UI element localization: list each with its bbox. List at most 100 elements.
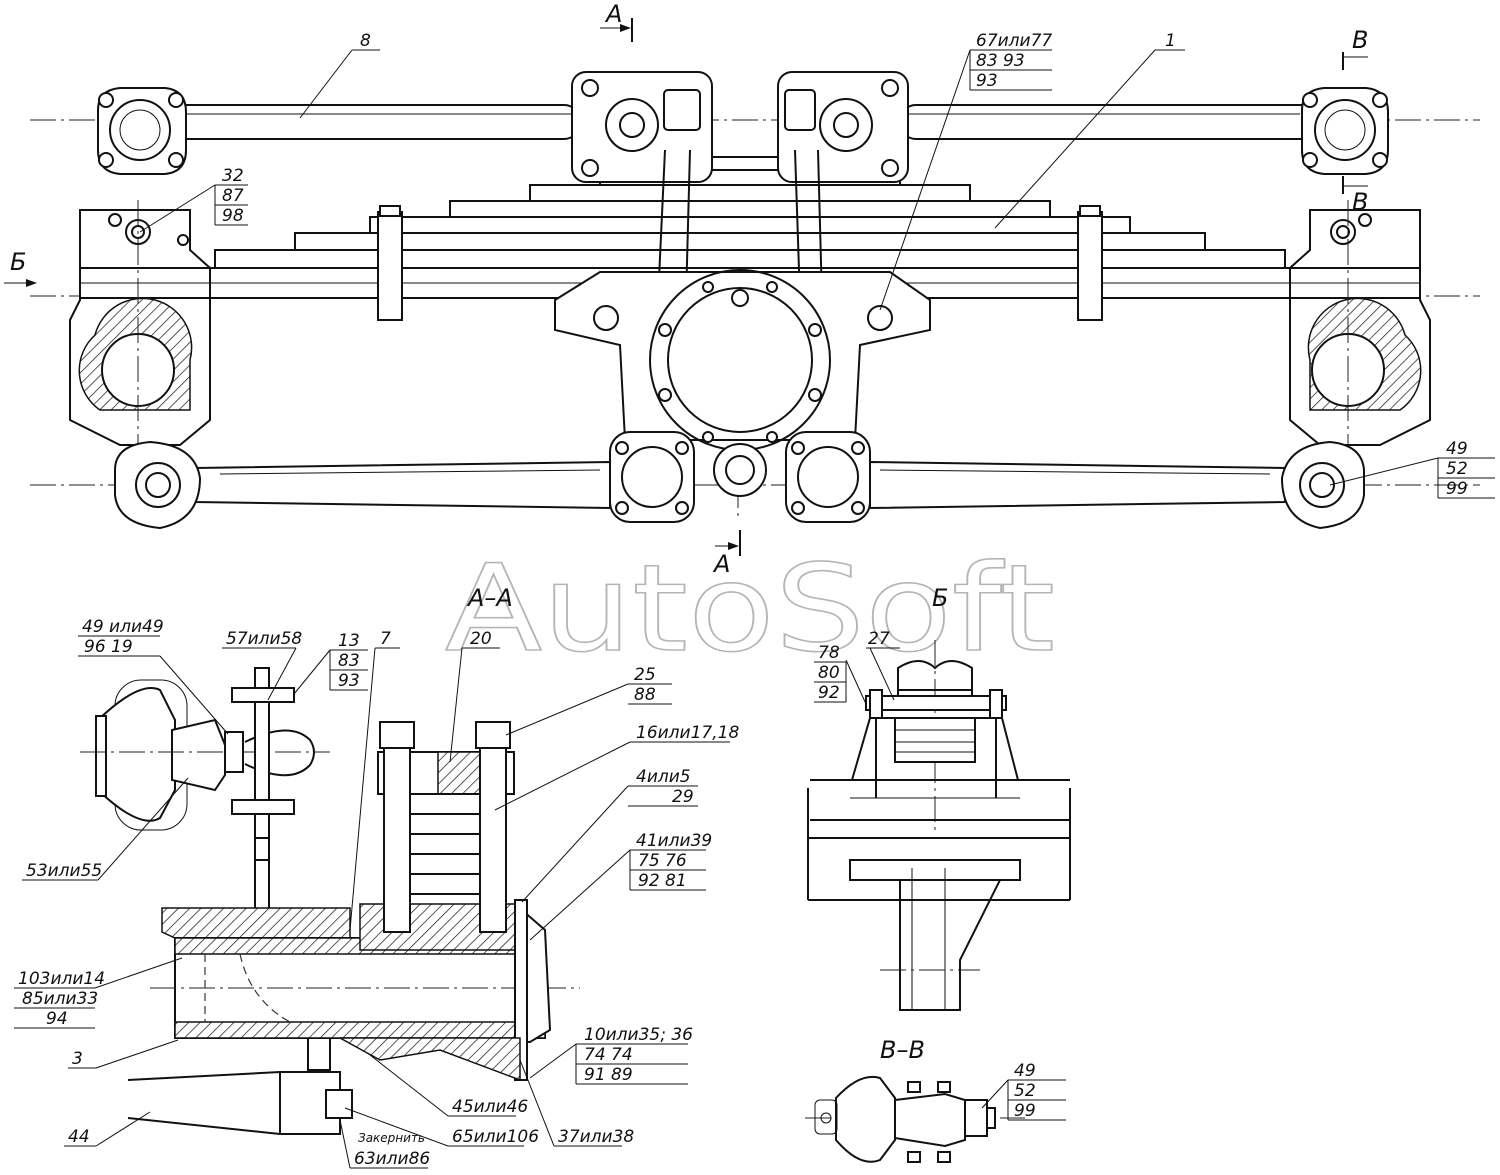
svg-text:4или5: 4или5 [636,767,691,787]
lower-rod-left [194,460,611,510]
callout-3: 3 [68,1039,179,1069]
callout-16: 16или17,18 [494,723,739,811]
spring-pack-section [359,721,521,951]
bracket-right [1289,200,1431,520]
svg-text:92 81: 92 81 [638,871,687,891]
upper-ball-joint-right [1301,87,1389,175]
section-marker-b-left: Б [4,248,37,287]
callout-44: 44 [64,1111,151,1147]
svg-text:83 93: 83 93 [976,51,1025,71]
svg-text:94: 94 [46,1009,68,1029]
section-a-a: А–А [14,584,739,1169]
svg-text:91 89: 91 89 [584,1065,633,1085]
svg-text:16или17,18: 16или17,18 [636,723,739,743]
callout-8: 8 [299,31,380,119]
lower-joint-center-left [609,431,695,523]
callout-78: 78 80 92 [814,643,867,705]
svg-text:1: 1 [1165,31,1176,51]
section-marker-a-top: А [600,0,633,42]
svg-text:74 74: 74 74 [584,1045,633,1065]
svg-text:А: А [712,550,730,578]
svg-text:98: 98 [222,206,244,226]
section-marker-v-bottom: В [1342,176,1368,216]
svg-text:32: 32 [222,166,244,186]
svg-text:53или55: 53или55 [26,861,102,881]
callout-57: 57или58 [222,629,302,701]
svg-text:99: 99 [1014,1101,1036,1121]
svg-text:96 19: 96 19 [84,637,133,657]
callout-10: 10или35; 36 74 74 91 89 [529,1025,693,1085]
callout-49-right: 49 52 99 [1329,439,1495,499]
svg-text:75 76: 75 76 [638,851,687,871]
callout-20: 20 [449,629,500,763]
view-b: Б 27 [807,584,1071,1011]
svg-text:78: 78 [818,643,840,663]
svg-text:В: В [1352,26,1368,54]
callout-53: 53или55 [22,777,189,881]
svg-text:99: 99 [1446,479,1468,499]
callout-63: 63или86 Закернить [339,1119,430,1169]
svg-text:44: 44 [68,1127,90,1147]
lower-joint-left [114,440,202,530]
leaf-spring [79,156,1421,299]
svg-text:41или39: 41или39 [636,831,712,851]
svg-text:52: 52 [1446,459,1468,479]
svg-text:83: 83 [338,651,360,671]
callout-27: 27 [866,629,900,701]
callout-49-vv: 49 52 99 [981,1061,1066,1121]
spring-clamp-right [1077,211,1103,321]
note-text: Закернить [358,1131,425,1145]
svg-text:13: 13 [338,631,360,651]
svg-text:Б: Б [10,248,26,276]
upper-rod-left [159,104,581,140]
callout-65: 65или106 [344,1107,539,1147]
svg-text:93: 93 [338,671,360,691]
lower-joint-right [1280,440,1365,530]
svg-text:85или33: 85или33 [22,989,98,1009]
callout-13: 13 83 93 [293,631,368,695]
svg-text:25: 25 [634,665,656,685]
svg-text:10или35; 36: 10или35; 36 [584,1025,693,1045]
svg-text:20: 20 [470,629,492,649]
watermark: AutoSoft [445,540,1055,679]
svg-text:В: В [1352,188,1368,216]
svg-text:37или38: 37или38 [558,1127,634,1147]
section-a-a-title: А–А [466,584,513,612]
ball-joint-detail [80,667,330,908]
callout-41: 41или39 75 76 92 81 [529,831,712,941]
callout-32: 32 87 98 [139,166,248,233]
axle-housing [554,269,931,451]
callout-7: 7 [349,629,400,931]
section-marker-a-bottom: А [712,530,741,578]
callout-49-left: 49 или49 96 19 [78,617,229,735]
upper-ball-joint-left [97,87,187,175]
lower-rod-right [869,460,1286,510]
view-b-title: Б [932,584,948,612]
callout-4: 4или5 29 [521,767,698,903]
svg-text:49: 49 [1446,439,1468,459]
svg-text:7: 7 [380,629,391,649]
svg-text:49 или49: 49 или49 [82,617,164,637]
callout-1: 1 [994,31,1185,229]
svg-text:45или46: 45или46 [452,1097,528,1117]
svg-text:65или106: 65или106 [452,1127,539,1147]
callout-67: 67или77 83 93 93 [879,31,1052,311]
svg-text:87: 87 [222,186,244,206]
svg-text:27: 27 [868,629,890,649]
svg-text:92: 92 [818,683,840,703]
spring-clamp-left [377,211,403,321]
svg-text:80: 80 [818,663,840,683]
svg-text:29: 29 [672,787,694,807]
section-v-v-title: В–В [880,1036,925,1064]
svg-text:63или86: 63или86 [354,1149,430,1169]
callout-25: 25 88 [505,665,672,736]
svg-text:52: 52 [1014,1081,1036,1101]
svg-text:49: 49 [1014,1061,1036,1081]
svg-text:8: 8 [360,31,371,51]
top-view: А А Б В В 8 [4,0,1495,578]
svg-text:88: 88 [634,685,656,705]
section-marker-v-top: В [1342,26,1368,70]
callout-103: 103или14 85или33 94 [14,957,183,1029]
callout-45: 45или46 [369,1054,528,1117]
svg-text:93: 93 [976,71,998,91]
